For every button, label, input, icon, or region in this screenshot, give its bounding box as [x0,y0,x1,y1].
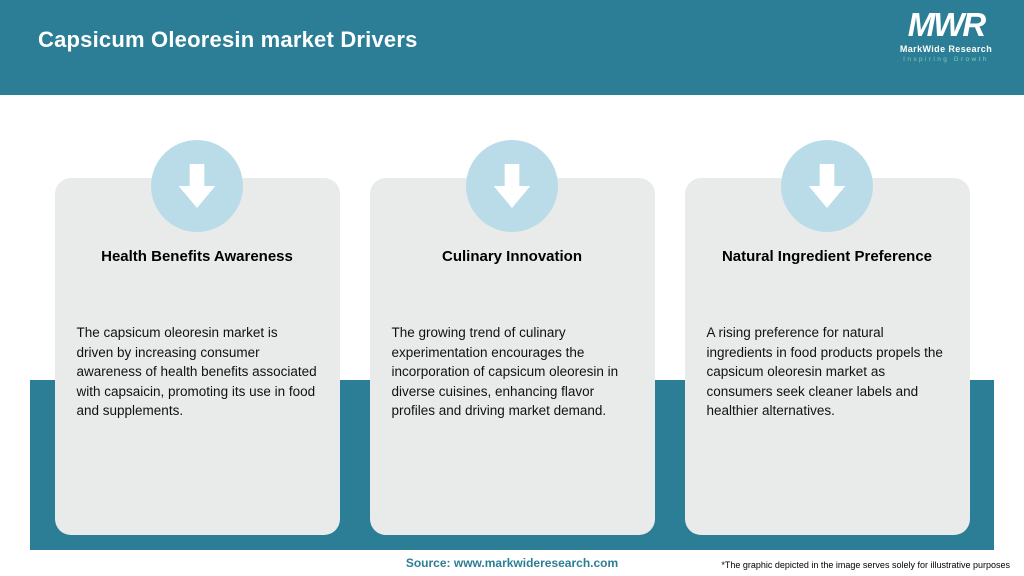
card-health-benefits-awareness: Health Benefits Awareness The capsicum o… [54,140,340,535]
card-body: The growing trend of culinary experiment… [391,325,619,419]
logo-name: MarkWide Research [899,43,993,54]
down-arrow-icon [466,140,558,232]
markwide-research-logo: MWR MarkWide Research Inspiring Growth [886,6,1006,63]
card: Health Benefits Awareness The capsicum o… [54,178,340,535]
card-natural-ingredient-preference: Natural Ingredient Preference A rising p… [684,140,970,535]
card-culinary-innovation: Culinary Innovation The growing trend of… [369,140,655,535]
logo-acronym: MWR [907,6,986,43]
content-area: Health Benefits Awareness The capsicum o… [0,95,1024,576]
card-title: Culinary Innovation [441,248,582,265]
down-arrow-icon [781,140,873,232]
cards-row: Health Benefits Awareness The capsicum o… [0,95,1024,535]
card-body: A rising preference for natural ingredie… [706,325,943,419]
card-title: Health Benefits Awareness [101,248,293,265]
card-body: The capsicum oleoresin market is driven … [76,325,317,419]
source-text: Source: www.markwideresearch.com [405,556,619,570]
logo-tagline: Inspiring Growth [903,55,989,63]
card-title: Natural Ingredient Preference [721,248,933,265]
header-bar: Capsicum Oleoresin market Drivers MWR Ma… [0,0,1024,95]
card: Culinary Innovation The growing trend of… [369,178,655,535]
disclaimer-text: *The graphic depicted in the image serve… [721,560,1010,570]
page-title: Capsicum Oleoresin market Drivers [38,27,418,52]
card: Natural Ingredient Preference A rising p… [684,178,970,535]
down-arrow-icon [151,140,243,232]
